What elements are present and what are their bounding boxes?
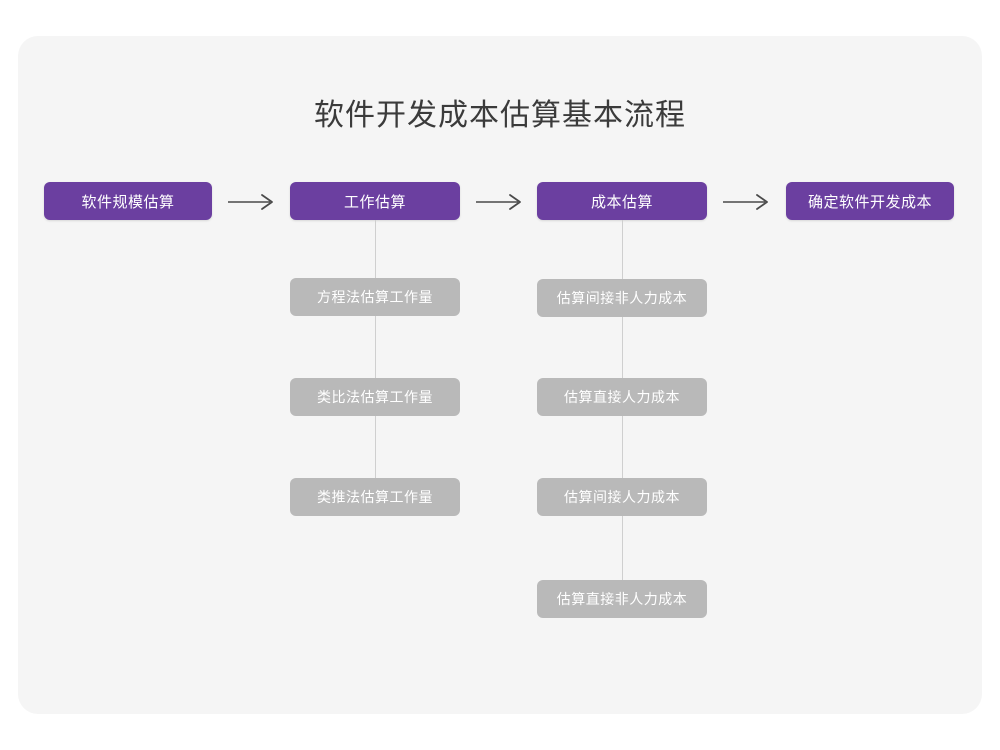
connector-work-1: [375, 220, 376, 278]
arrow-2-icon: [474, 192, 526, 212]
connector-cost-2: [622, 317, 623, 378]
diagram-card: [18, 36, 982, 714]
sub-node-direct-nonlabor-cost[interactable]: 估算直接非人力成本: [537, 580, 707, 618]
sub-node-indirect-labor-cost[interactable]: 估算间接人力成本: [537, 478, 707, 516]
connector-work-3: [375, 416, 376, 478]
sub-node-indirect-nonlabor-cost[interactable]: 估算间接非人力成本: [537, 279, 707, 317]
arrow-3-icon: [721, 192, 773, 212]
connector-work-2: [375, 316, 376, 378]
sub-node-inference-method-effort[interactable]: 类推法估算工作量: [290, 478, 460, 516]
sub-node-analogy-method-effort[interactable]: 类比法估算工作量: [290, 378, 460, 416]
arrow-1-icon: [226, 192, 278, 212]
sub-node-direct-labor-cost[interactable]: 估算直接人力成本: [537, 378, 707, 416]
flow-node-determine-development-cost[interactable]: 确定软件开发成本: [786, 182, 954, 220]
flow-node-cost-estimation[interactable]: 成本估算: [537, 182, 707, 220]
connector-cost-3: [622, 416, 623, 478]
connector-cost-1: [622, 220, 623, 279]
connector-cost-4: [622, 516, 623, 580]
sub-node-equation-method-effort[interactable]: 方程法估算工作量: [290, 278, 460, 316]
flow-node-software-scale-estimation[interactable]: 软件规模估算: [44, 182, 212, 220]
flow-node-work-estimation[interactable]: 工作估算: [290, 182, 460, 220]
page-title: 软件开发成本估算基本流程: [314, 99, 686, 132]
